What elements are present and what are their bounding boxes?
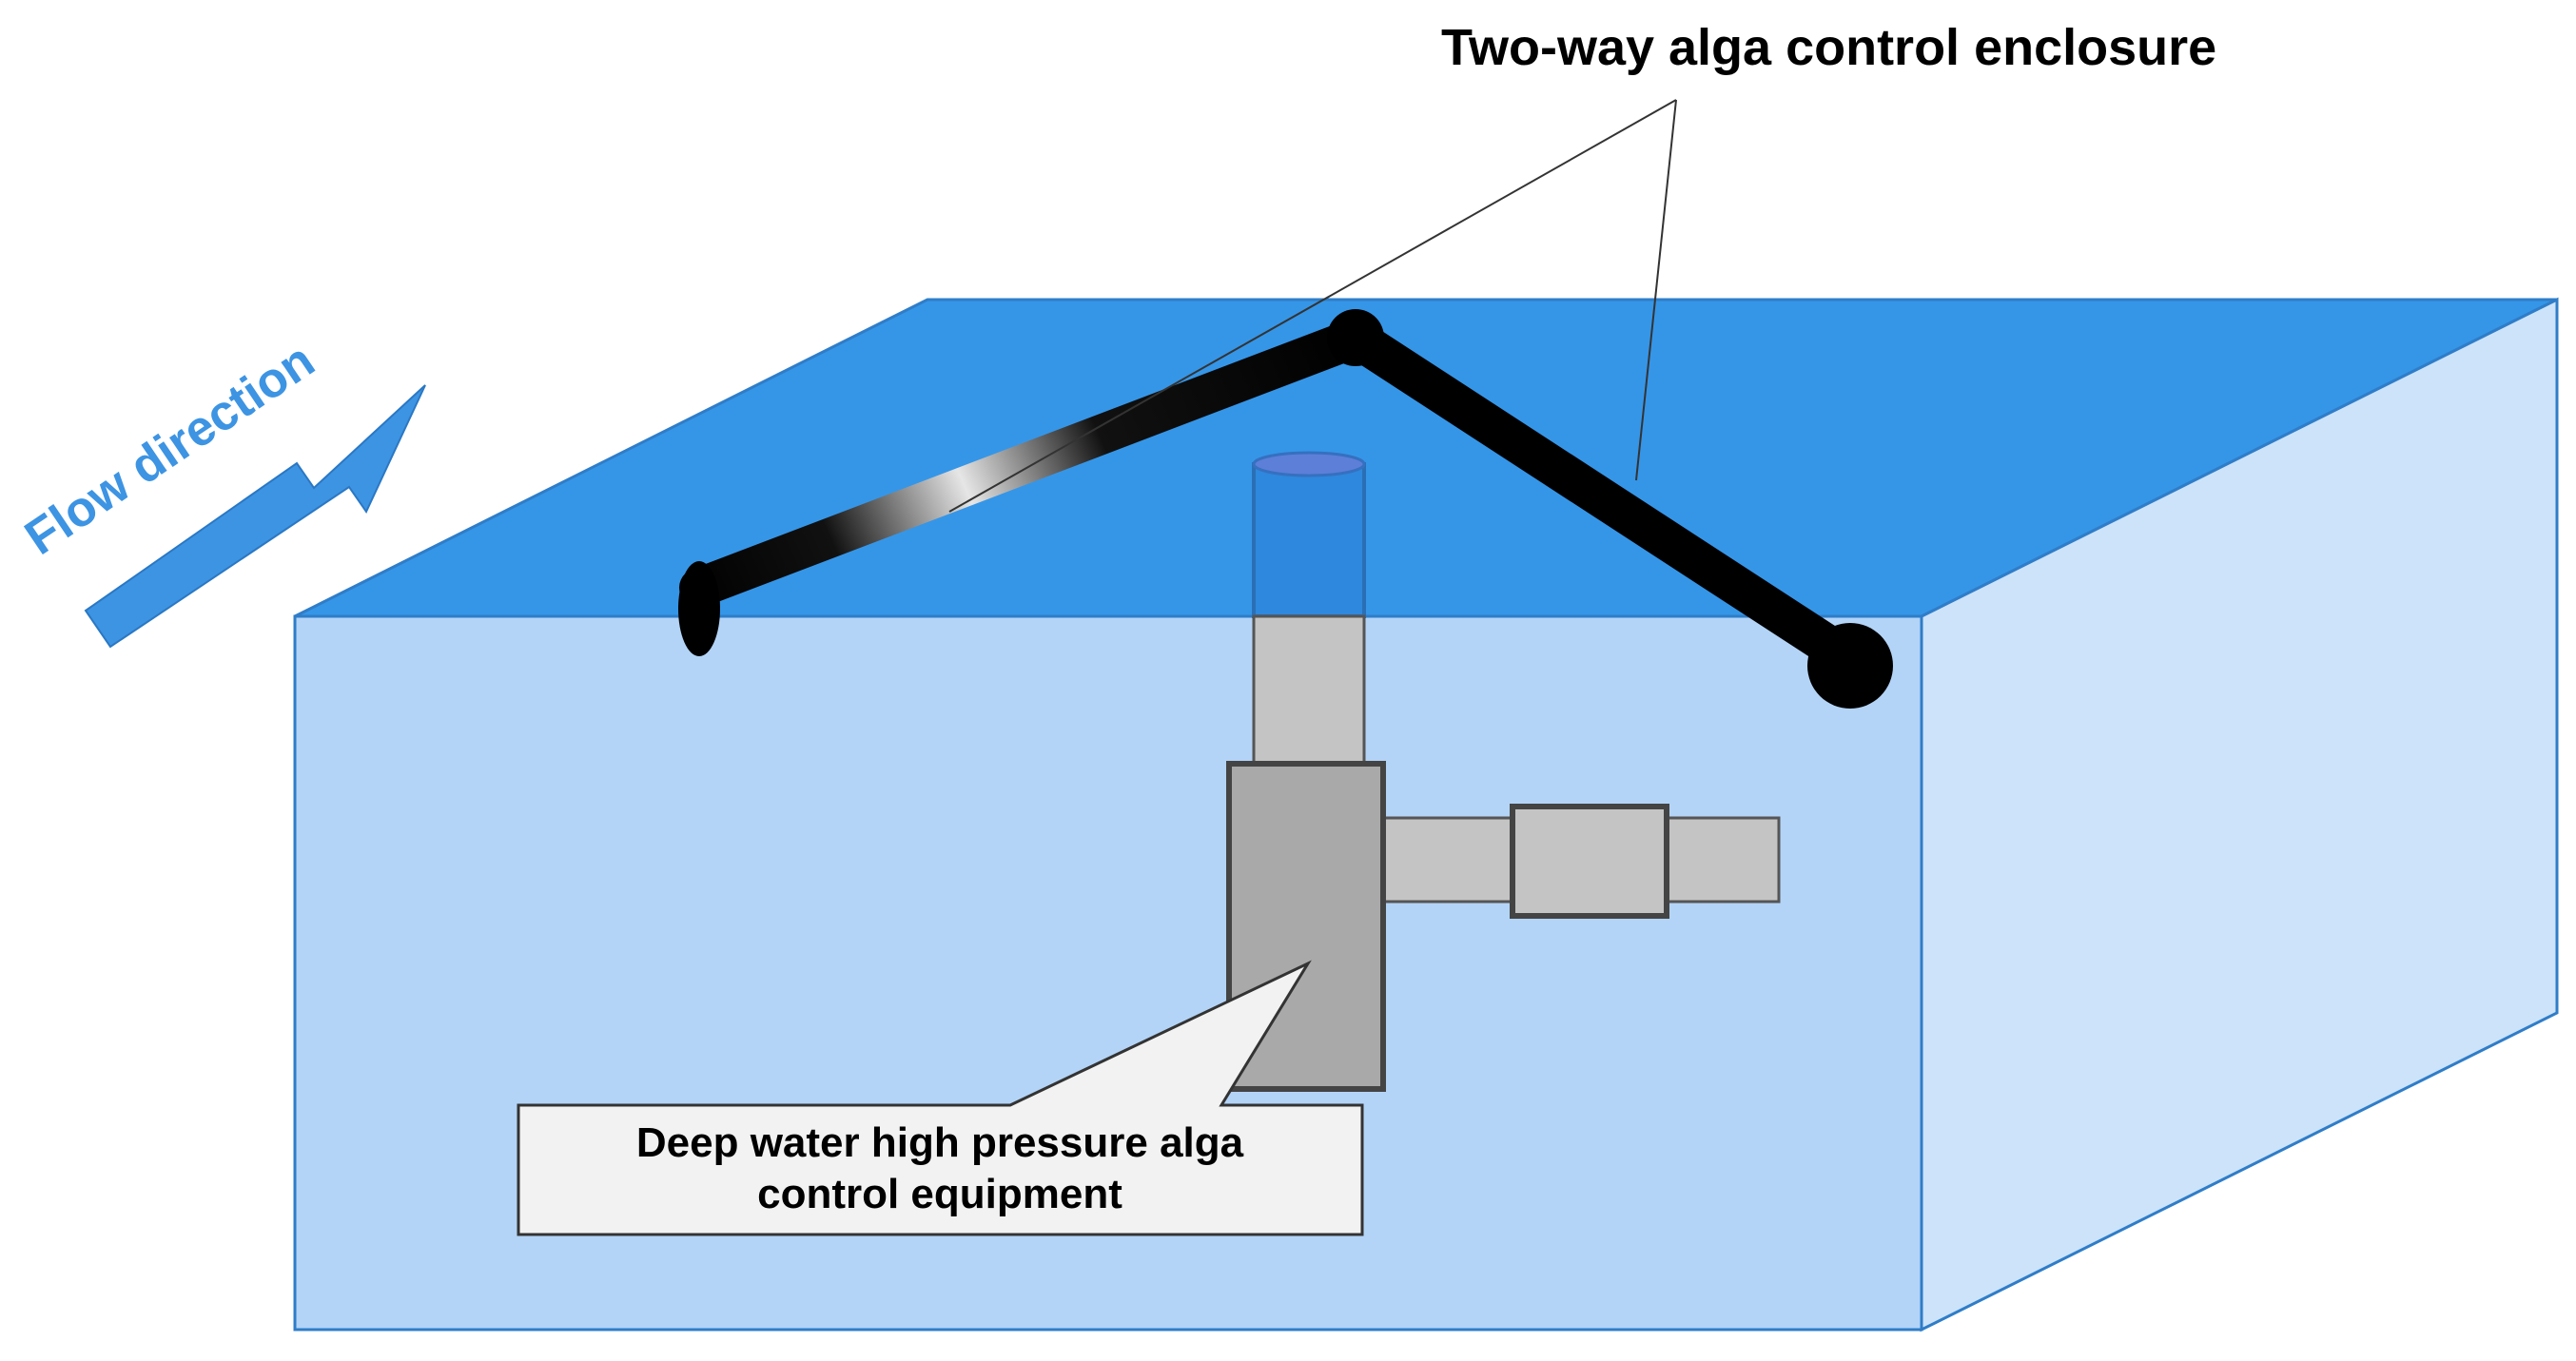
arrow-up-right-icon [84, 384, 426, 649]
equipment-label-line1: Deep water high pressure alga [636, 1119, 1244, 1166]
vertical-pipe-above-water [1252, 451, 1366, 618]
vertical-pipe-submerged [1252, 614, 1366, 766]
pipe-coupling [1510, 804, 1669, 919]
boom-end-right [1807, 623, 1893, 709]
enclosure-leader-lines [948, 99, 1677, 513]
equipment-callout [517, 960, 1364, 1236]
boom-end-left [678, 561, 720, 656]
boom-joint [1327, 309, 1384, 366]
equipment-label-line2: control equipment [757, 1171, 1122, 1217]
alga-boom [678, 309, 1893, 709]
enclosure-label: Two-way alga control enclosure [1441, 19, 2216, 76]
